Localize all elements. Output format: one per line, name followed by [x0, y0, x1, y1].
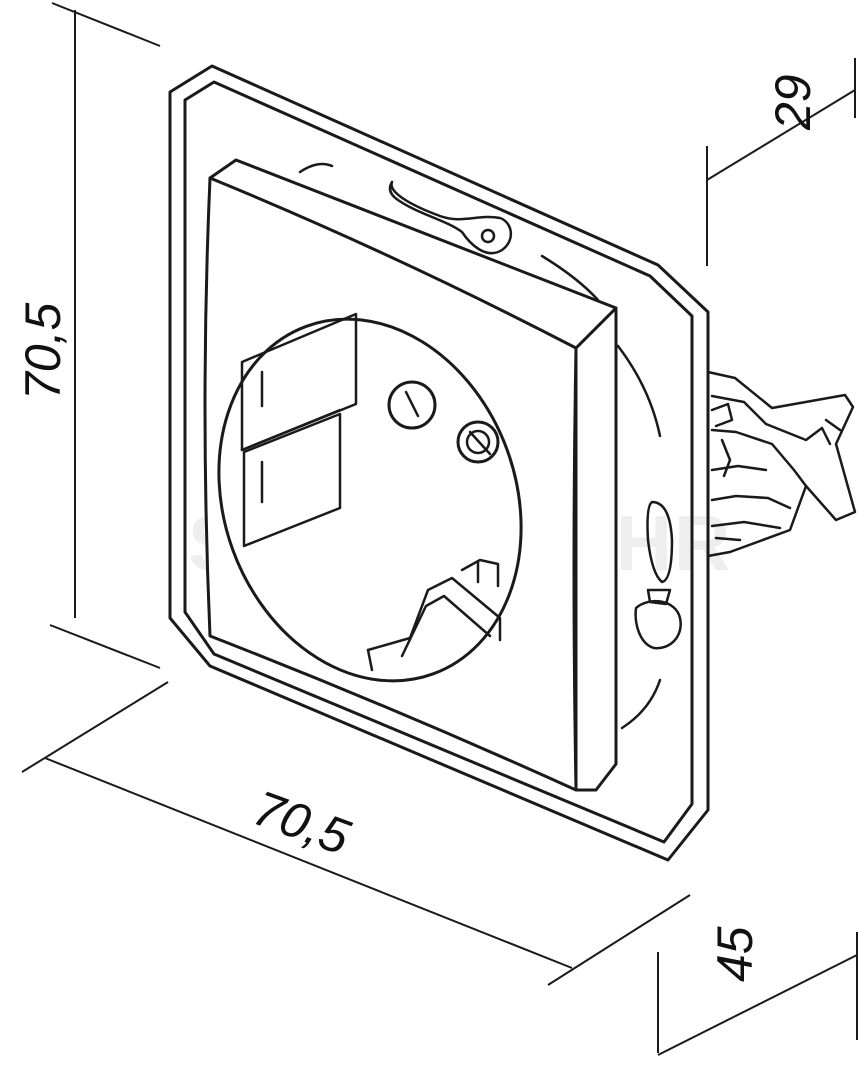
dimension-depth-front-label: 29: [765, 74, 821, 131]
dimension-depth-total-label: 45: [707, 926, 763, 982]
mounting-clip: [706, 370, 857, 558]
dimension-height-label: 70,5: [15, 302, 71, 400]
socket-recess: [217, 312, 523, 683]
dimension-depth-total: 45: [547, 894, 858, 1056]
dimension-height: 70,5: [15, 2, 161, 669]
dimension-depth-front: 29: [706, 58, 856, 266]
mounting-plate: [168, 64, 710, 862]
dimension-width-label: 70,5: [246, 780, 357, 866]
socket-cover: [203, 158, 618, 792]
